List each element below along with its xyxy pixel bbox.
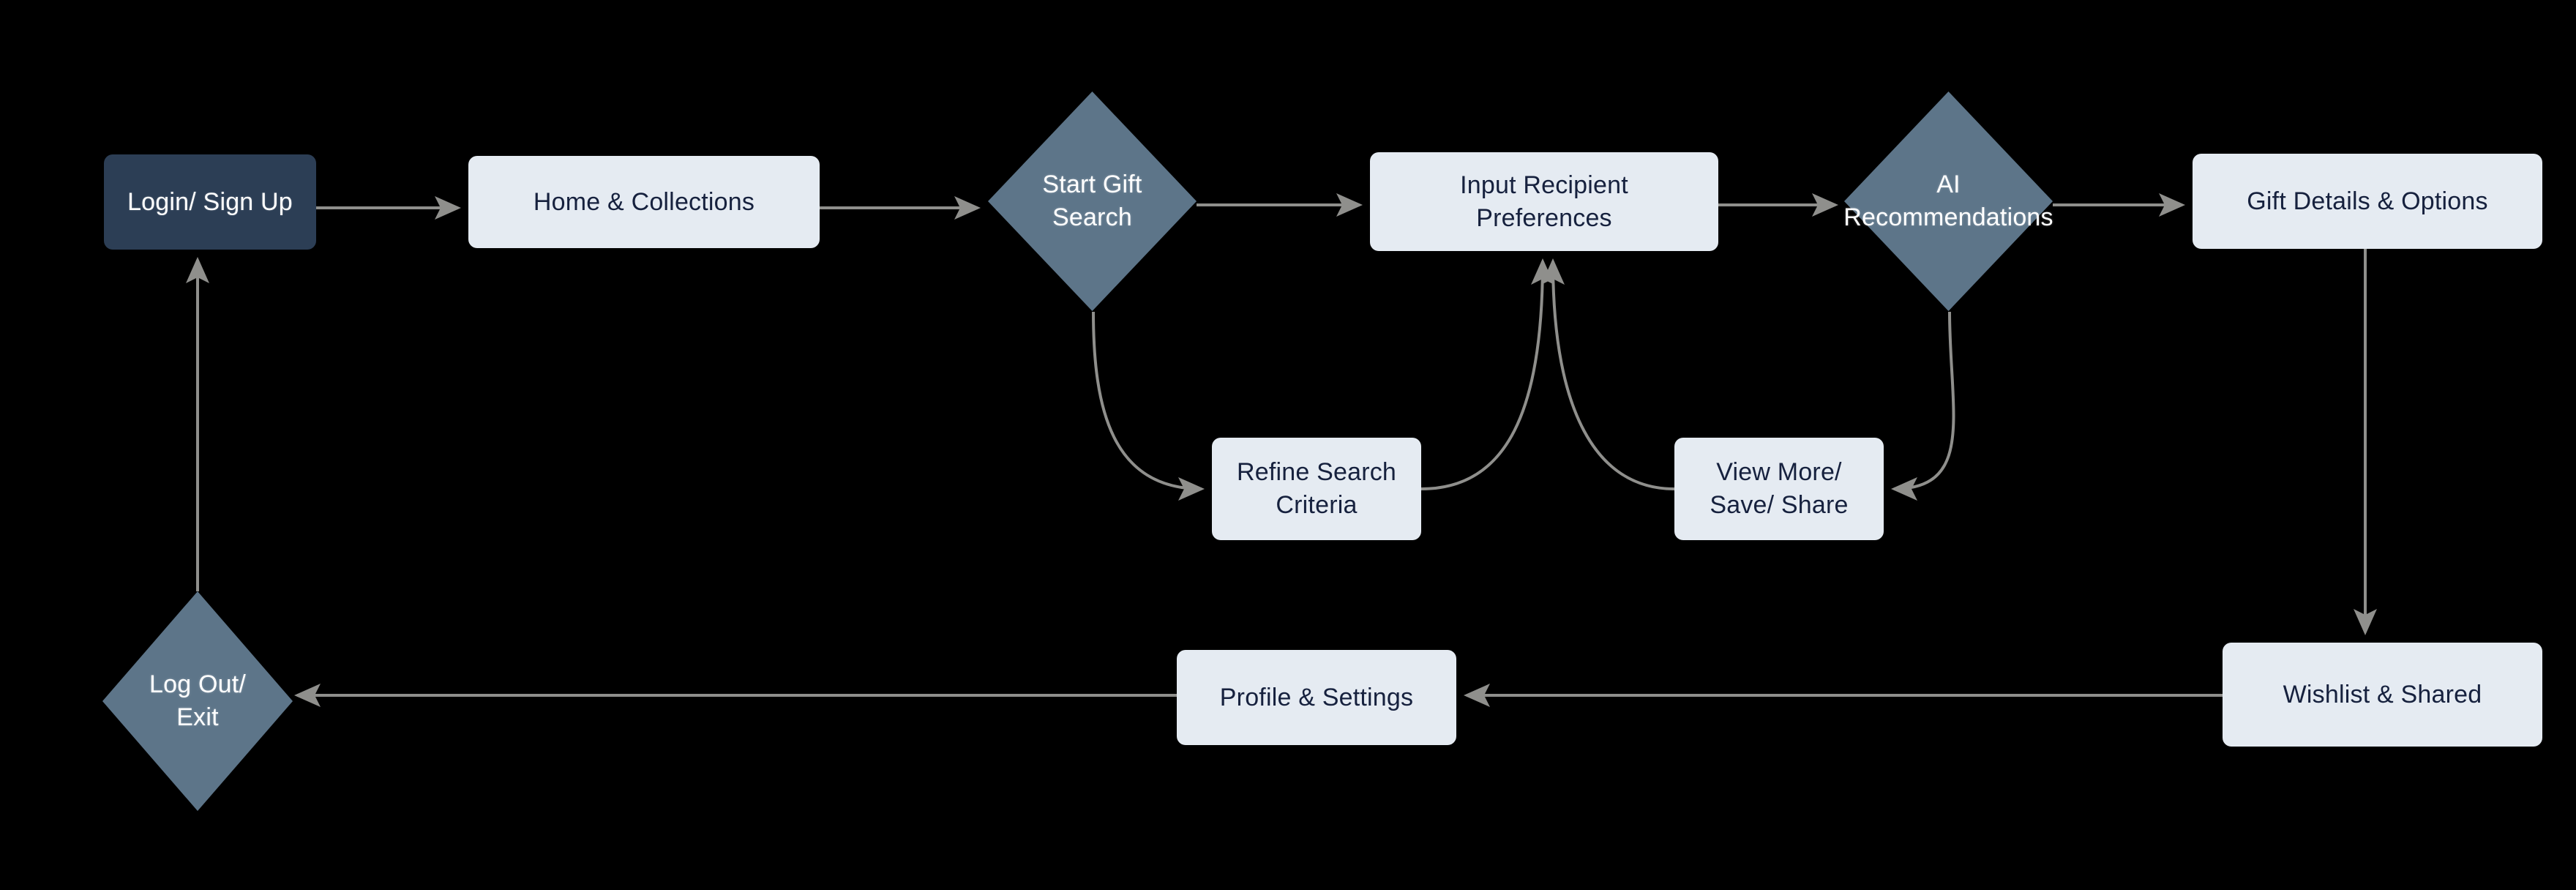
node-logout[interactable]: Log Out/ Exit: [102, 591, 293, 811]
diamond-shape-start_search: [988, 91, 1197, 311]
diamond-shape-ai_recs: [1844, 91, 2053, 311]
node-home[interactable]: Home & Collections: [468, 156, 820, 248]
node-label-input_prefs: Input Recipient Preferences: [1460, 171, 1628, 232]
edge-refine-to-input_prefs: [1420, 258, 1554, 490]
node-refine[interactable]: Refine Search Criteria: [1212, 438, 1421, 540]
edge-start_search-to-refine: [1092, 311, 1205, 501]
node-label-logout: Log Out/ Exit: [149, 670, 247, 731]
node-input_prefs[interactable]: Input Recipient Preferences: [1370, 152, 1718, 251]
node-start_search[interactable]: Start Gift Search: [988, 91, 1197, 311]
node-label-gift_details: Gift Details & Options: [2247, 187, 2488, 215]
edge-ai_recs-to-view_more: [1891, 311, 1955, 501]
node-label-start_search: Start Gift Search: [1042, 171, 1142, 231]
node-profile[interactable]: Profile & Settings: [1177, 650, 1456, 745]
node-label-wishlist: Wishlist & Shared: [2283, 680, 2482, 708]
node-gift_details[interactable]: Gift Details & Options: [2193, 154, 2542, 249]
node-view_more[interactable]: View More/ Save/ Share: [1674, 438, 1884, 540]
node-wishlist[interactable]: Wishlist & Shared: [2223, 643, 2542, 747]
node-label-view_more: View More/ Save/ Share: [1710, 458, 1849, 519]
node-login[interactable]: Login/ Sign Up: [104, 154, 316, 250]
node-label-home: Home & Collections: [533, 187, 755, 216]
node-label-profile: Profile & Settings: [1219, 683, 1414, 711]
diamond-shape-logout: [102, 591, 293, 811]
node-label-ai_recs: AI Recommendations: [1843, 171, 2053, 231]
node-label-refine: Refine Search Criteria: [1236, 458, 1397, 519]
edge-view_more-to-input_prefs: [1541, 258, 1675, 490]
node-ai_recs[interactable]: AI Recommendations: [1843, 91, 2053, 311]
node-label-login: Login/ Sign Up: [127, 187, 293, 216]
